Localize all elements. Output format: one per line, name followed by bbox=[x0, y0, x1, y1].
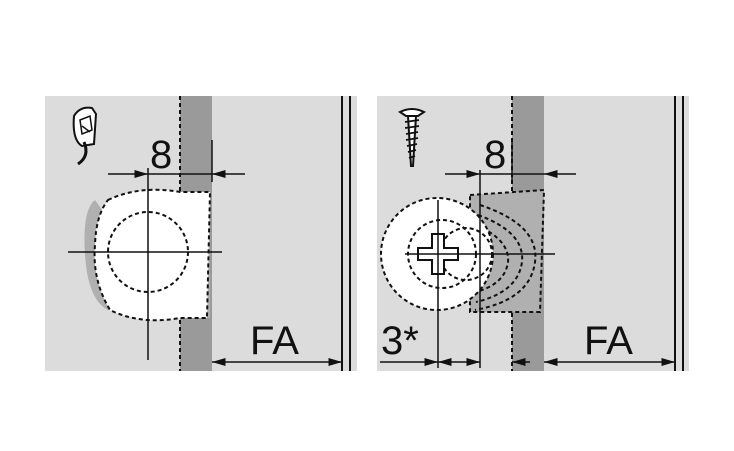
left-dimension-fa-label: FA bbox=[250, 319, 299, 363]
screw-icon bbox=[398, 108, 426, 167]
cam-dowel-icon bbox=[72, 106, 98, 166]
right-dimension-8-label: 8 bbox=[484, 133, 506, 177]
right-panel: 8 3* FA bbox=[377, 96, 689, 371]
left-dimension-8-label: 8 bbox=[150, 133, 172, 177]
left-panel: 8 FA bbox=[45, 96, 357, 371]
right-arc-outer bbox=[474, 204, 537, 311]
right-dimension-3-label: 3* bbox=[381, 319, 419, 363]
right-arc-inner bbox=[475, 224, 510, 293]
left-fitting-body bbox=[93, 188, 212, 322]
right-dimension-fa-label: FA bbox=[584, 319, 633, 363]
right-housing-shape bbox=[469, 188, 546, 313]
